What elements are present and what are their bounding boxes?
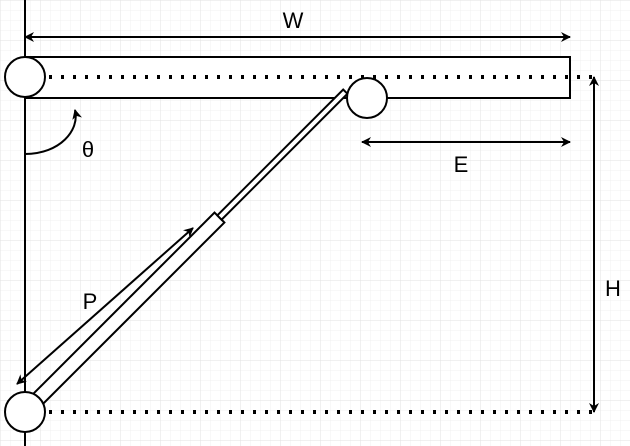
wall-pivot-bottom <box>4 391 46 433</box>
beam-pivot <box>346 77 388 119</box>
actuator-rod <box>215 88 349 222</box>
force-label: P <box>83 289 98 314</box>
offset-label: E <box>454 152 469 177</box>
angle-arc <box>24 109 83 155</box>
height-label: H <box>605 276 621 301</box>
angle-label: θ <box>82 137 94 162</box>
horizontal-beam <box>24 56 571 99</box>
wall-pivot-top <box>4 56 46 98</box>
force-arrow <box>16 227 194 385</box>
width-label: W <box>283 8 304 33</box>
